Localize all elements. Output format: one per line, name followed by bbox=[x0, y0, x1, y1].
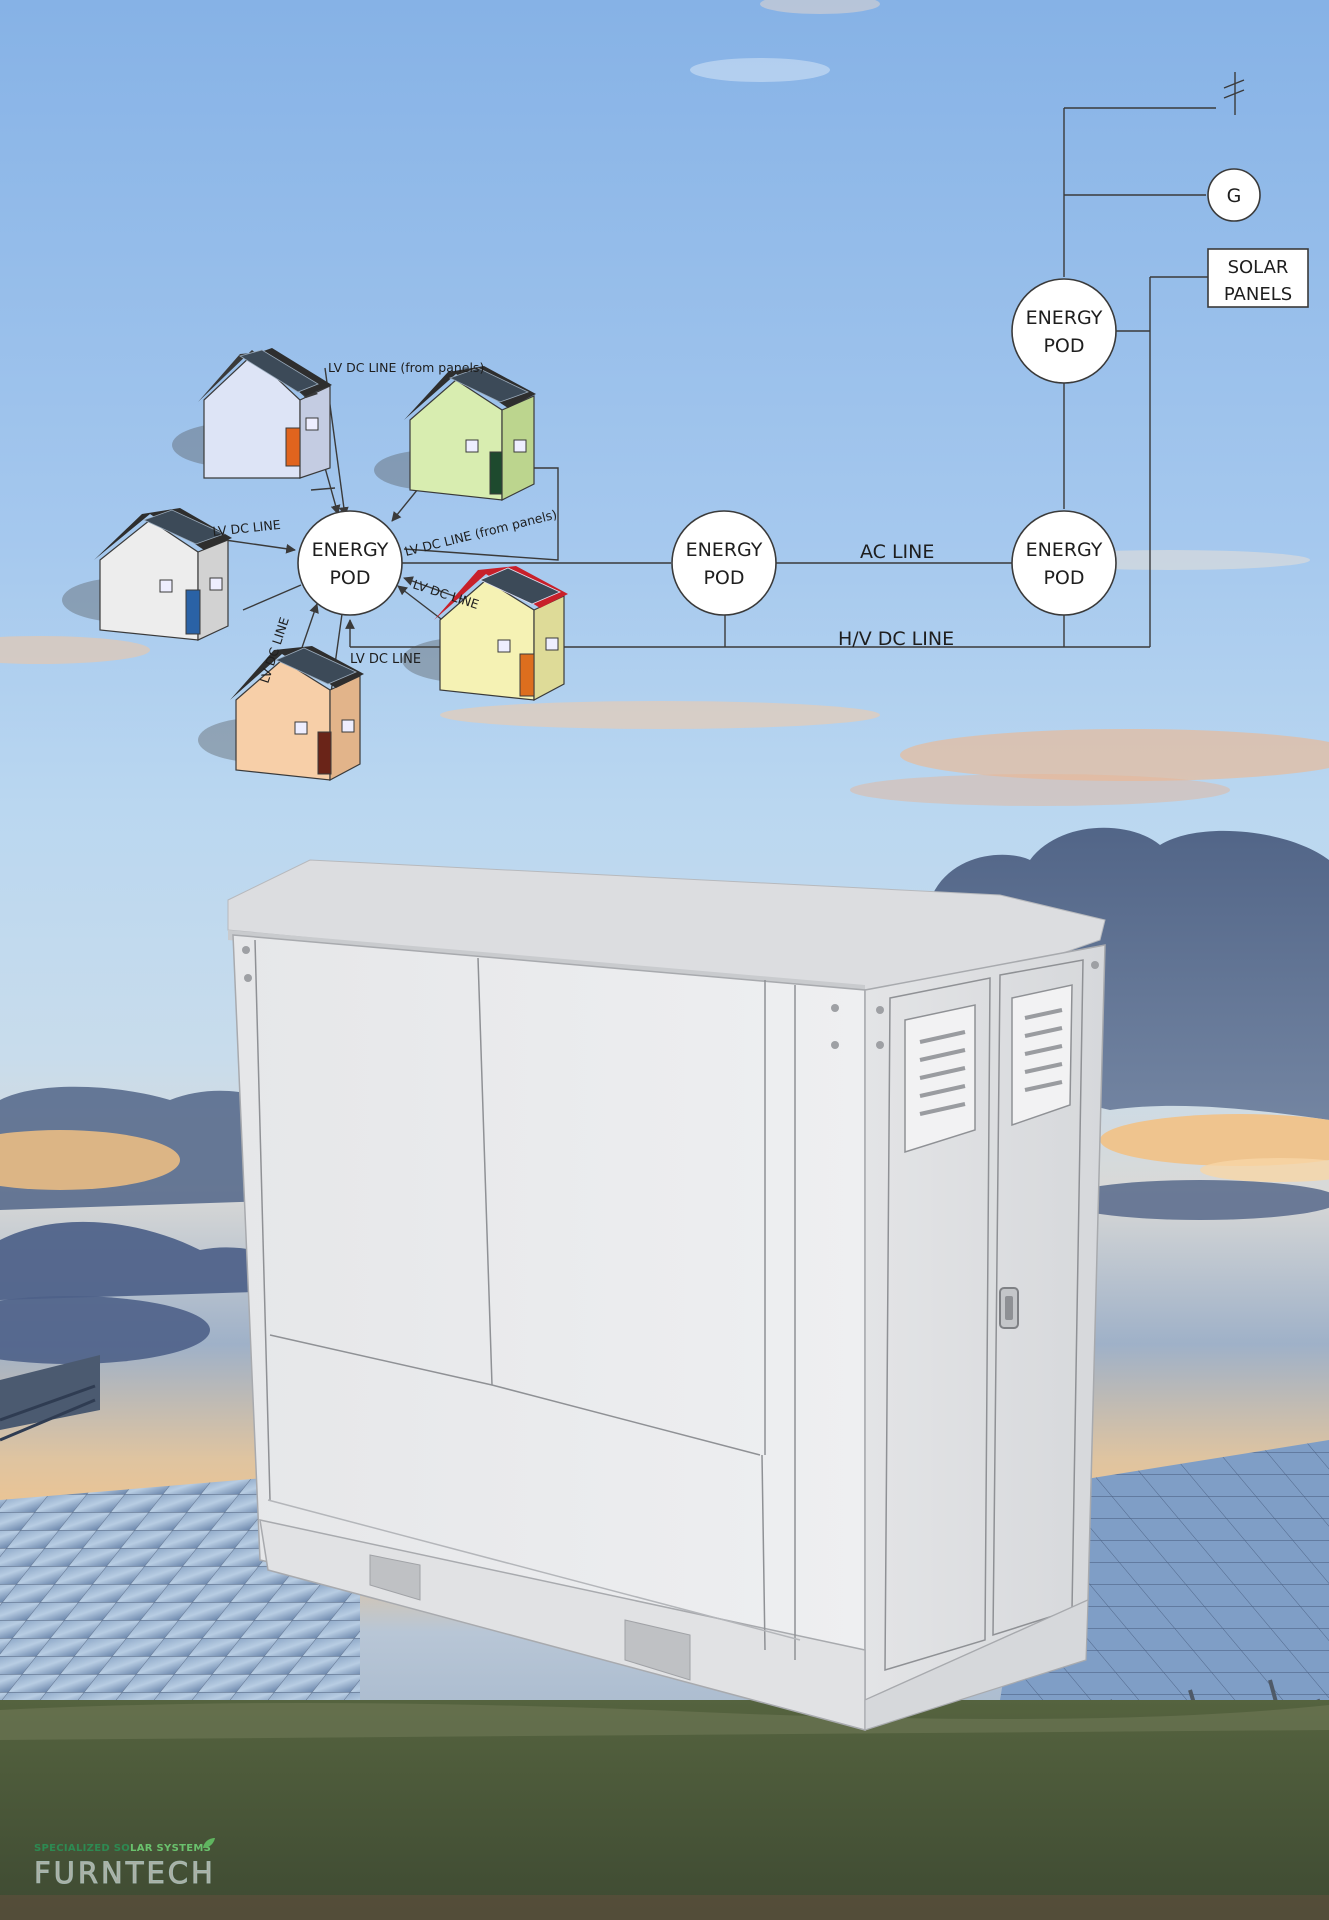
label-lv-dc-bottom: LV DC LINE bbox=[350, 652, 421, 667]
label-lv-dc-from-panels-top: LV DC LINE (from panels) bbox=[328, 360, 484, 375]
energy-pod-cabinet bbox=[227, 859, 1106, 1731]
brand-tagline: SPECIALIZED SOLAR SYSTEMS bbox=[34, 1843, 211, 1854]
label-ac-line: AC LINE bbox=[860, 541, 934, 563]
hub-label-line2: POD bbox=[329, 567, 370, 589]
solar-panels-label-line1: SOLAR bbox=[1228, 257, 1289, 278]
label-hv-dc-line: H/V DC LINE bbox=[838, 628, 954, 650]
energy-pod-lower-right: ENERGY POD bbox=[1011, 510, 1117, 616]
house-right bbox=[374, 366, 536, 501]
door-handle bbox=[999, 1287, 1019, 1329]
vent-louver-left bbox=[904, 1004, 976, 1154]
brand-tagline-part2: LAR SYSTEMS bbox=[130, 1843, 212, 1854]
house-bottom bbox=[198, 646, 364, 781]
hub-label-line1: ENERGY bbox=[312, 539, 389, 561]
middle-pod-label-line2: POD bbox=[703, 567, 744, 589]
solar-panels-box: SOLAR PANELS bbox=[1207, 248, 1309, 308]
energy-pod-hub: ENERGY POD bbox=[297, 510, 403, 616]
furntech-logo: SPECIALIZED SOLAR SYSTEMS FURNTECH bbox=[34, 1838, 254, 1893]
generator-label: G bbox=[1227, 185, 1242, 207]
lower-right-pod-label-line2: POD bbox=[1043, 567, 1084, 589]
leaf-icon bbox=[203, 1838, 215, 1848]
energy-pod-middle: ENERGY POD bbox=[671, 510, 777, 616]
upper-right-pod-label-line2: POD bbox=[1043, 335, 1084, 357]
middle-pod-label-line1: ENERGY bbox=[686, 539, 763, 561]
brand-tagline-part1: SPECIALIZED SO bbox=[34, 1843, 131, 1854]
lower-right-pod-label-line1: ENERGY bbox=[1026, 539, 1103, 561]
house-top-left bbox=[172, 348, 332, 479]
brand-wordmark: FURNTECH bbox=[34, 1856, 216, 1891]
house-left bbox=[62, 508, 232, 641]
label-lv-dc-left: LV DC LINE bbox=[212, 517, 282, 539]
generator-node: G bbox=[1207, 168, 1261, 222]
house-bottom-right bbox=[402, 566, 568, 701]
vent-louver-right bbox=[1011, 984, 1073, 1127]
upper-right-pod-label-line1: ENERGY bbox=[1026, 307, 1103, 329]
energy-pod-upper-right: ENERGY POD bbox=[1011, 278, 1117, 384]
solar-panels-label-line2: PANELS bbox=[1224, 284, 1292, 305]
